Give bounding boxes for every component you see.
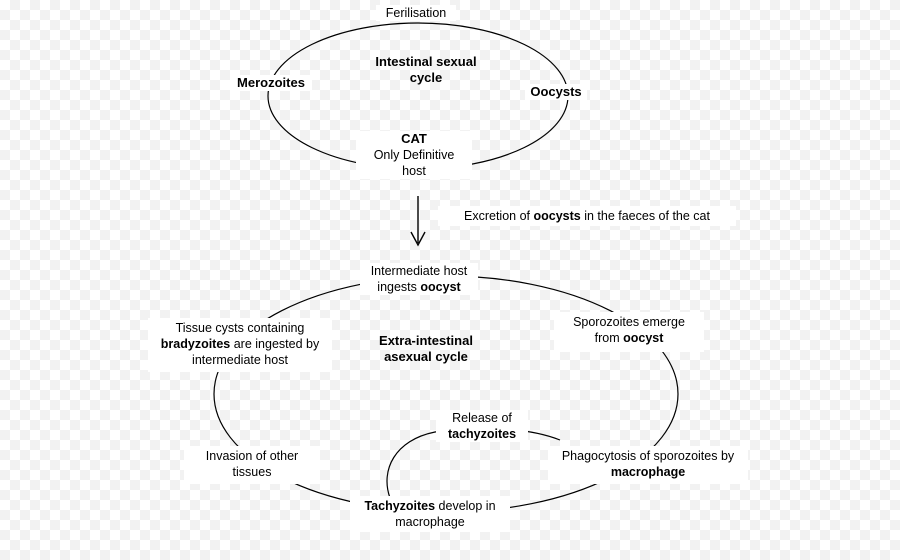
extra-intestinal-cycle-title: Extra-intestinal asexual cycle — [379, 333, 473, 364]
sporozoites-emerge-label: Sporozoites emerge from oocyst — [554, 312, 704, 352]
intermediate-host-label: Intermediate host ingests oocyst — [360, 263, 478, 295]
tissue-cysts-label: Tissue cysts containing bradyzoites are … — [148, 318, 332, 372]
inner-cycle-arc — [386, 427, 561, 499]
tachyzoites-develop-label: Tachyzoites develop in macrophage — [350, 496, 510, 532]
intestinal-cycle-title: Intestinal sexual cycle — [375, 54, 477, 85]
phagocytosis-label: Phagocytosis of sporozoites by macrophag… — [548, 446, 748, 484]
fertilisation-label: Ferilisation — [376, 5, 456, 21]
invasion-tissues-label: Invasion of other tissues — [184, 446, 320, 484]
cat-definitive-host-label: CAT Only Definitive host — [356, 131, 472, 179]
oocysts-label: Oocysts — [525, 84, 587, 100]
merozoites-label: Merozoites — [230, 75, 312, 91]
excretion-label: Excretion of oocysts in the faeces of th… — [438, 206, 736, 226]
excretion-arrow-head — [410, 231, 426, 247]
release-tachyzoites-label: Release of tachyzoites — [436, 410, 528, 442]
